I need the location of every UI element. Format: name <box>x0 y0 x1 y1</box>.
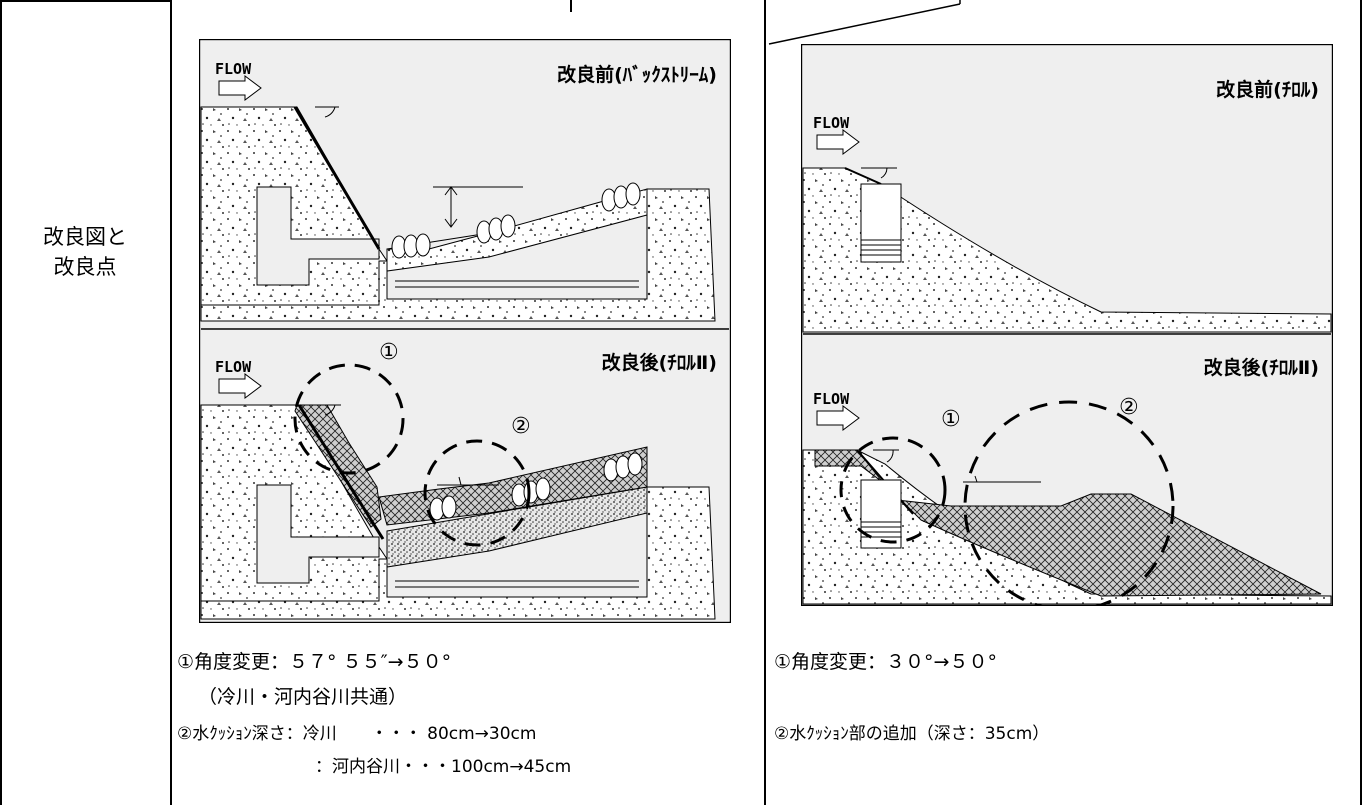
improvement-circle-1 <box>293 363 405 475</box>
table-divider-center <box>764 0 766 805</box>
flow-label: FLOW <box>813 390 850 408</box>
improvement-circle-2 <box>423 439 531 547</box>
flow-label: FLOW <box>215 358 252 376</box>
right-note-1: ①角度変更：３０°→５０° <box>774 651 997 673</box>
left-note-3: ②水ｸｯｼｮﾝ深さ：冷川 ・・・ 80cm→30cm <box>177 724 537 744</box>
row-label-line2: 改良点 <box>53 255 117 279</box>
table-border-left <box>0 0 2 805</box>
circle-label-2: ② <box>1119 395 1139 420</box>
table-divider-label <box>170 0 172 805</box>
flow-arrow-icon <box>218 75 262 101</box>
left-note-2: （冷川・河内谷川共通） <box>198 686 408 708</box>
left-panel-before-title: 改良前(ﾊﾞｯｸｽﾄﾘｰﾑ) <box>557 63 717 86</box>
circle-label-2: ② <box>511 414 531 439</box>
flow-label: FLOW <box>813 114 850 132</box>
flow-arrow-icon <box>816 129 860 155</box>
left-note-4: ：河内谷川・・・100cm→45cm <box>315 757 572 777</box>
left-note-1: ①角度変更：５７° ５５″→５０° <box>177 651 452 673</box>
flow-arrow-icon <box>816 405 860 431</box>
row-label: 改良図と 改良点 <box>0 222 170 282</box>
right-panel-before-title: 改良前(ﾁﾛﾙ) <box>1216 78 1319 101</box>
improvement-circle-1 <box>839 436 947 544</box>
table-border-right <box>1360 0 1362 805</box>
left-panel-after-title: 改良後(ﾁﾛﾙⅡ) <box>602 351 717 374</box>
flow-arrow-icon <box>218 373 262 399</box>
right-figure: 改良前(ﾁﾛﾙ) FLOW 改良後(ﾁﾛﾙⅡ) FLOW ① ② <box>801 44 1333 606</box>
callout-line <box>768 0 961 45</box>
cell-divider-stub <box>570 0 572 12</box>
circle-label-1: ① <box>379 340 399 365</box>
row-label-line1: 改良図と <box>43 225 127 249</box>
right-note-2: ②水ｸｯｼｮﾝ部の追加（深さ：35cm） <box>774 724 1050 744</box>
left-panel-after: 改良後(ﾁﾛﾙⅡ) FLOW ① ② <box>200 330 729 621</box>
left-panel-before: 改良前(ﾊﾞｯｸｽﾄﾘｰﾑ) FLOW <box>200 41 729 329</box>
right-panel-before: 改良前(ﾁﾛﾙ) FLOW <box>802 46 1332 334</box>
flow-label: FLOW <box>215 60 252 78</box>
table-border-top <box>0 0 172 2</box>
right-panel-after: 改良後(ﾁﾛﾙⅡ) FLOW ① ② <box>802 335 1332 606</box>
circle-label-1: ① <box>941 407 961 432</box>
left-figure: 改良前(ﾊﾞｯｸｽﾄﾘｰﾑ) FLOW 改良後(ﾁﾛﾙⅡ) FLOW <box>199 39 731 623</box>
right-panel-after-title: 改良後(ﾁﾛﾙⅡ) <box>1204 356 1319 379</box>
improvement-circle-2 <box>963 400 1175 606</box>
